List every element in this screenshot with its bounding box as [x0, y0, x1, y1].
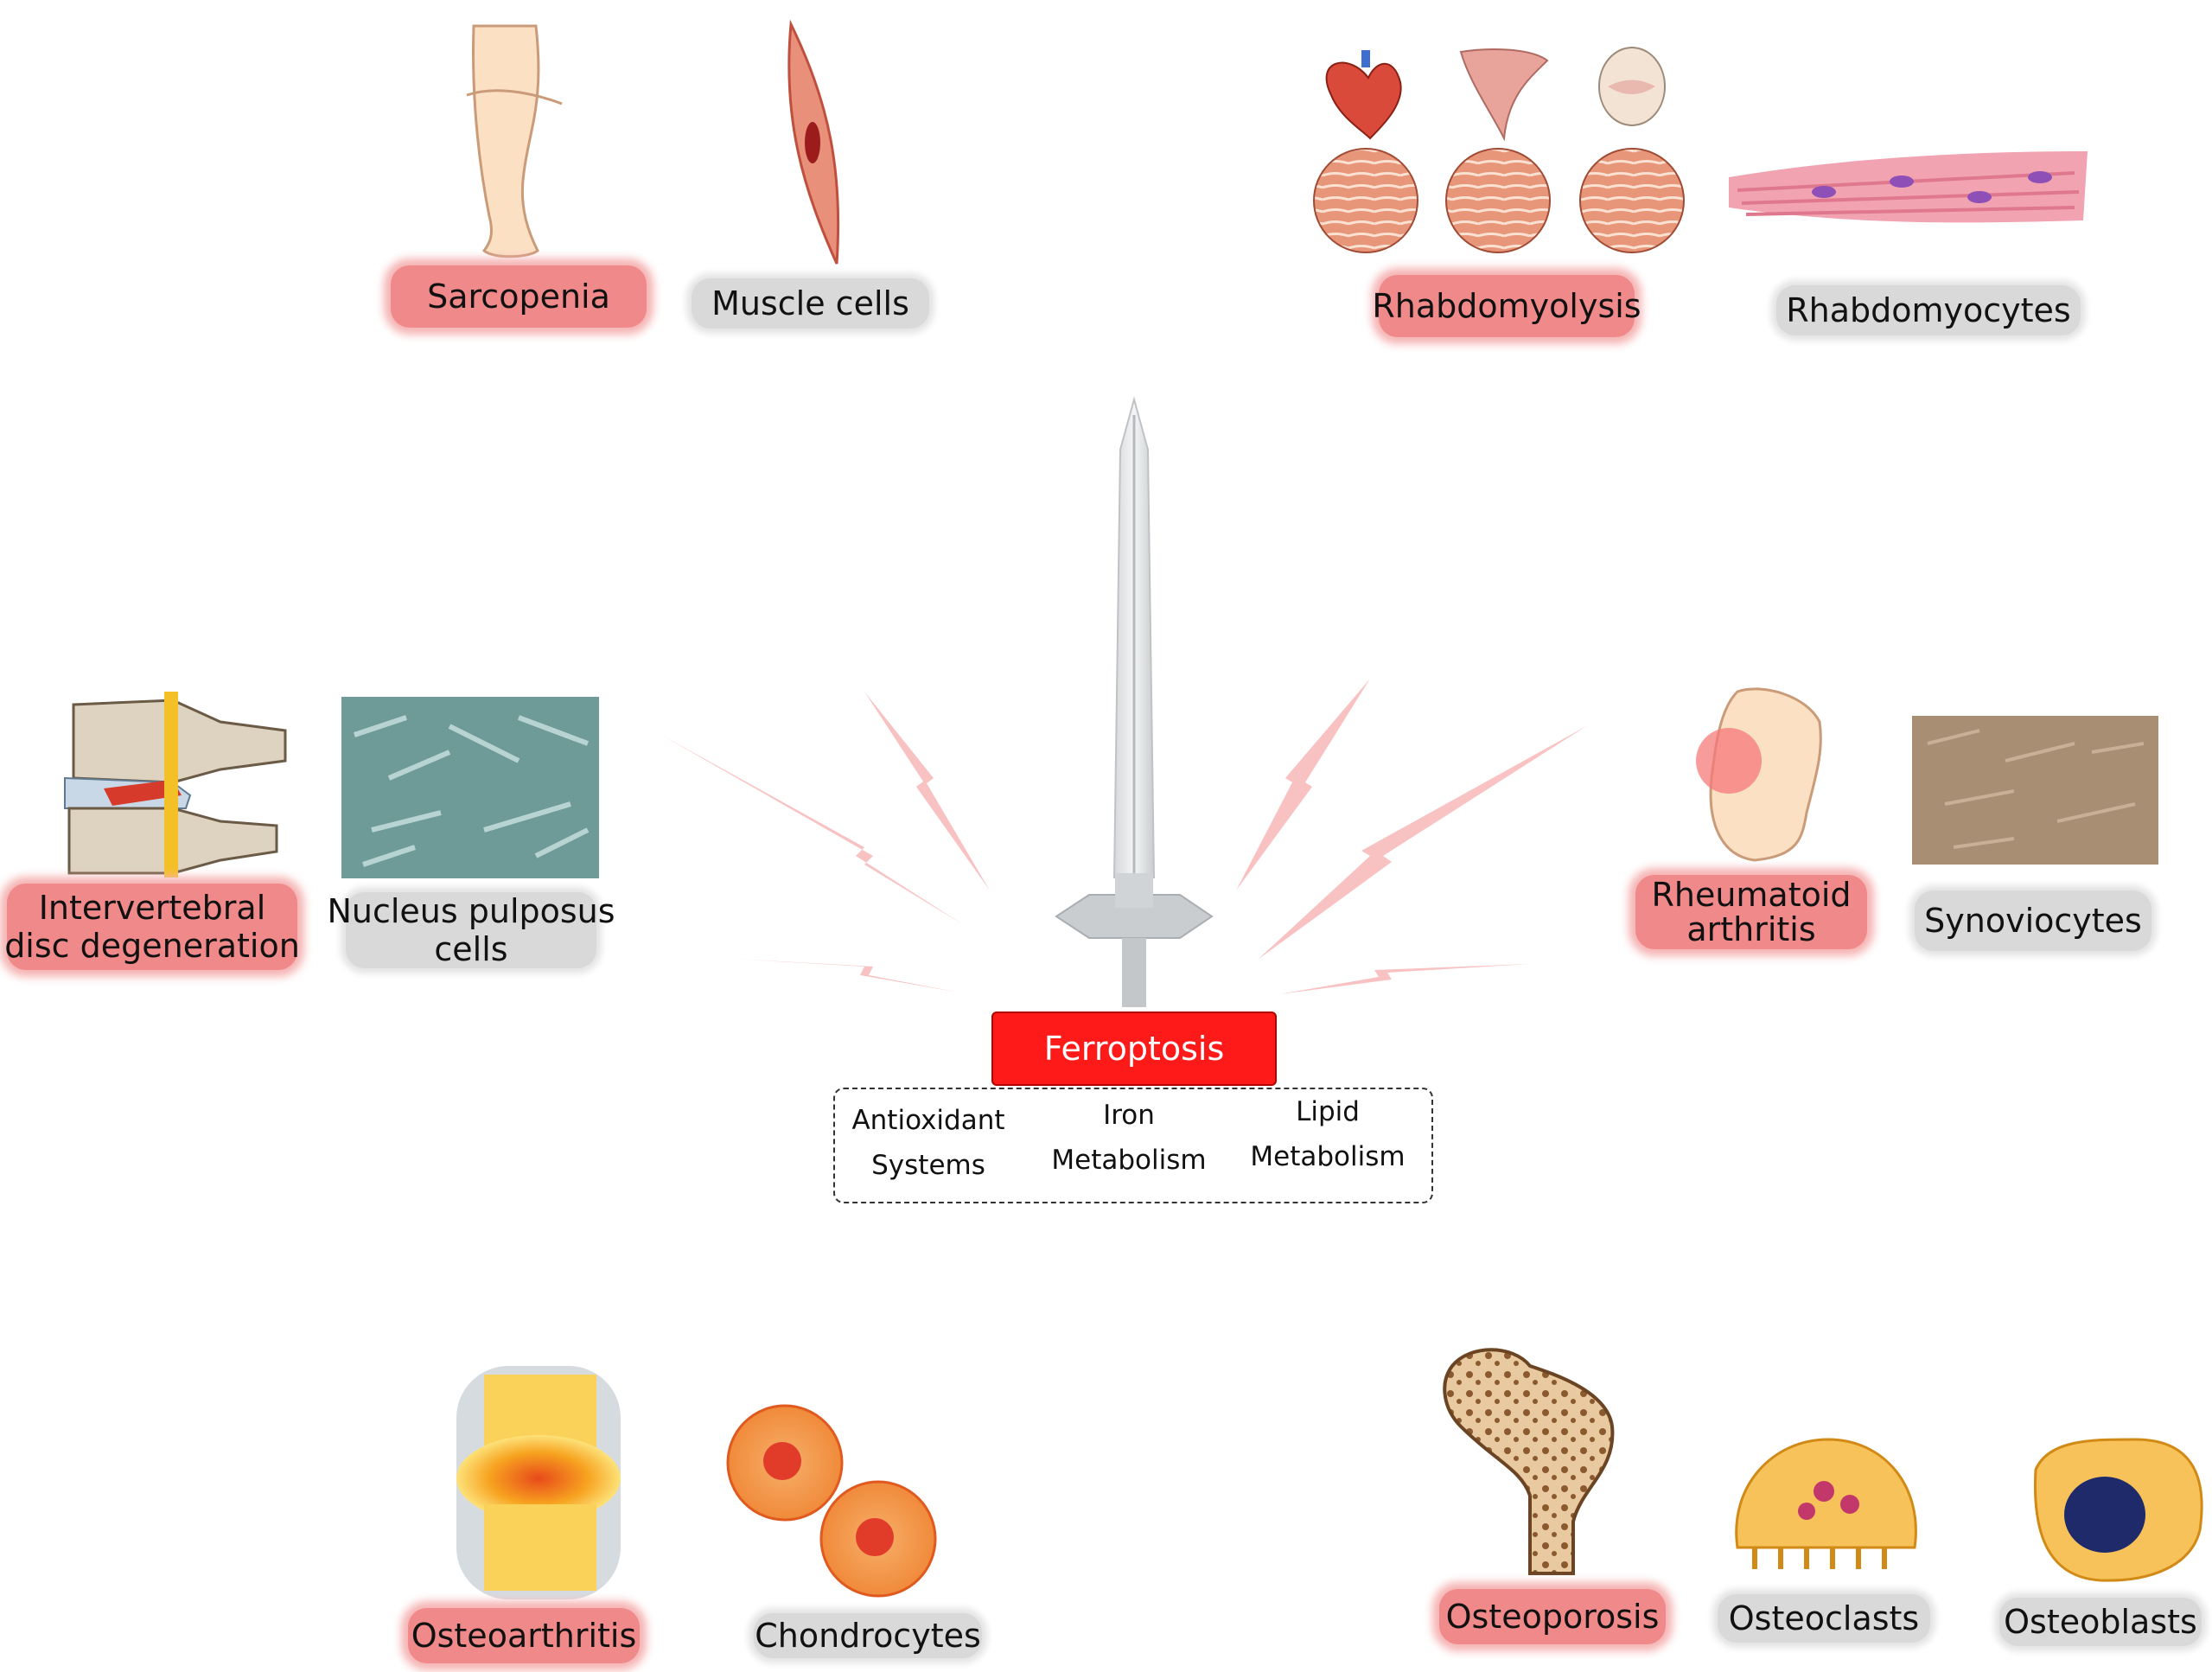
muscle-tissue-icon: [1459, 48, 1549, 142]
muscle-cells-label: Muscle cells: [692, 278, 929, 329]
sarcopenia-text: Sarcopenia: [427, 278, 610, 316]
femur-icon: [1443, 1348, 1615, 1575]
osteoclasts-label: Osteoclasts: [1718, 1594, 1930, 1643]
knee-joint-icon: [456, 1366, 621, 1599]
osteoarthritis-label: Osteoarthritis: [408, 1608, 640, 1663]
intervertebral-disc-degeneration-label: Intervertebral disc degeneration: [4, 884, 300, 970]
lightning-ray: [1279, 964, 1530, 994]
nucleus-pulposus-micrograph: [341, 697, 599, 878]
ra-line2: arthritis: [1686, 910, 1816, 948]
skeletal-muscle-icon: [1445, 148, 1551, 253]
mechanisms-box: Antioxidant Systems Iron Metabolism Lipi…: [833, 1088, 1433, 1203]
ferroptosis-label: Ferroptosis: [991, 1011, 1277, 1086]
np-line1: Nucleus pulposus: [327, 892, 615, 930]
osteoporosis-label: Osteoporosis: [1439, 1589, 1666, 1644]
osteoblasts-text: Osteoblasts: [2004, 1603, 2197, 1641]
rhabdomyolysis-text: Rhabdomyolysis: [1372, 287, 1641, 325]
mechanism-iron-metabolism: Iron Metabolism: [1042, 1093, 1215, 1183]
mechanism-line: Metabolism: [1250, 1141, 1406, 1172]
ivdd-line2: disc degeneration: [4, 927, 300, 965]
synoviocytes-label: Synoviocytes: [1915, 890, 2151, 951]
lightning-ray: [661, 735, 964, 925]
mechanism-line: Lipid: [1296, 1096, 1360, 1127]
foot-icon: [1696, 687, 1822, 862]
rhabdomyocytes-icon: [1729, 151, 2088, 223]
lightning-ray: [717, 958, 959, 992]
chondrocytes-text: Chondrocytes: [755, 1617, 981, 1655]
synoviocytes-micrograph: [1912, 716, 2158, 865]
osteoclast-icon: [1735, 1438, 1917, 1569]
leg-icon: [466, 24, 563, 258]
mechanism-lipid-metabolism: Lipid Metabolism: [1241, 1089, 1414, 1179]
osteoclasts-text: Osteoclasts: [1728, 1599, 1920, 1637]
sword-icon: [1055, 396, 1214, 1007]
mechanism-line: Iron: [1103, 1100, 1155, 1131]
rhabdomyocytes-text: Rhabdomyocytes: [1786, 291, 2071, 329]
mechanism-line: Systems: [871, 1150, 985, 1181]
muscle-cell-icon: [787, 19, 840, 265]
chondrocytes-icon: [726, 1404, 937, 1598]
osteoblasts-label: Osteoblasts: [1999, 1598, 2202, 1646]
mechanism-antioxidant-systems: Antioxidant Systems: [842, 1098, 1015, 1188]
heart-icon: [1325, 50, 1402, 140]
ra-line1: Rheumatoid: [1651, 876, 1852, 914]
nucleus-pulposus-cells-label: Nucleus pulposus cells: [327, 892, 615, 968]
ferroptosis-text: Ferroptosis: [1043, 1030, 1225, 1068]
mechanism-line: Metabolism: [1051, 1145, 1207, 1176]
np-line2: cells: [434, 930, 508, 968]
muscle-cells-text: Muscle cells: [711, 284, 909, 322]
mechanism-line: Antioxidant: [851, 1105, 1005, 1136]
sarcopenia-label: Sarcopenia: [391, 265, 647, 328]
synoviocytes-text: Synoviocytes: [1924, 902, 2142, 940]
lightning-rays: [661, 679, 1586, 994]
digestive-organ-icon: [1598, 47, 1666, 126]
lightning-ray: [864, 692, 990, 890]
smooth-muscle-icon: [1579, 148, 1685, 253]
spine-icon: [64, 692, 287, 877]
rhabdomyolysis-label: Rhabdomyolysis: [1372, 275, 1641, 337]
lightning-ray: [1236, 679, 1370, 890]
rhabdomyocytes-label: Rhabdomyocytes: [1776, 285, 2081, 335]
osteoblast-icon: [2033, 1438, 2203, 1582]
chondrocytes-label: Chondrocytes: [754, 1613, 982, 1658]
rheumatoid-arthritis-label: Rheumatoid arthritis: [1635, 875, 1867, 949]
osteoporosis-text: Osteoporosis: [1445, 1598, 1660, 1636]
ivdd-line1: Intervertebral: [38, 889, 266, 927]
osteoarthritis-text: Osteoarthritis: [411, 1617, 637, 1655]
cardiac-muscle-icon: [1313, 148, 1418, 253]
